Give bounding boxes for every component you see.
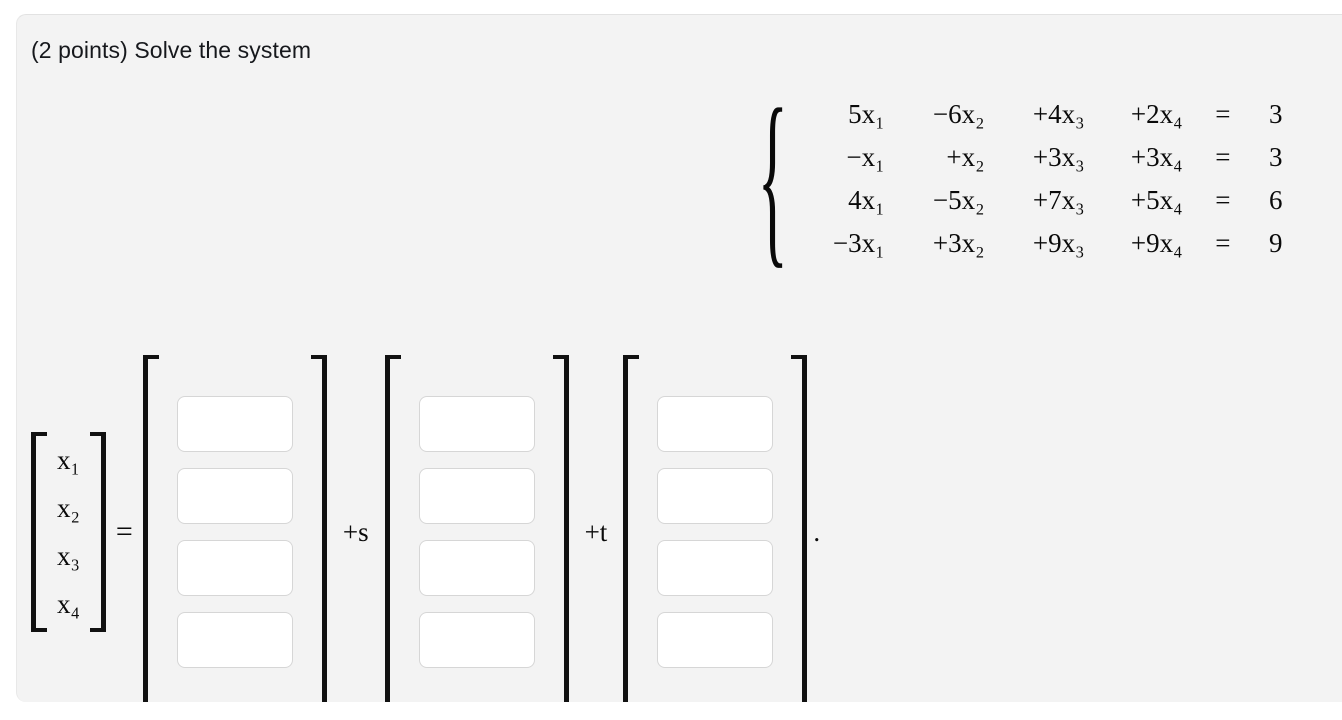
first-basis-vector xyxy=(384,354,569,703)
equation-rhs: 9 xyxy=(1269,228,1283,259)
equation-term-x4: +2x₄ xyxy=(1130,99,1183,129)
left-brace: { xyxy=(757,71,788,287)
parameter-label-t: +t xyxy=(584,516,608,547)
answer-input-t3[interactable] xyxy=(657,540,774,596)
equation-row: 5x₁ −6x₂ +4x₃ +2x₄ = 3 xyxy=(793,93,1283,136)
first-basis-entries xyxy=(401,355,553,703)
bracket-left xyxy=(623,354,640,702)
bracket-left xyxy=(384,354,401,702)
equation-term-x2: −6x₂ xyxy=(932,99,985,129)
equation-term-x4: +9x₄ xyxy=(1130,228,1183,259)
equation-term-x2: +3x₂ xyxy=(932,228,985,259)
bracket-right xyxy=(791,354,808,702)
solution-equals-sign: = xyxy=(115,515,133,548)
trailing-period: . xyxy=(813,516,821,547)
equation-term-x1: 4x₁ xyxy=(848,185,885,216)
answer-input-s3[interactable] xyxy=(418,540,535,596)
equation-term-x3: +4x₃ xyxy=(1032,99,1085,129)
system-of-equations: { 5x₁ −6x₂ +4x₃ +2x₄ = 3 −x₁ +x₂ +3x₃ +3… xyxy=(755,82,1283,276)
answer-input-p2[interactable] xyxy=(176,468,293,524)
answer-input-s1[interactable] xyxy=(418,396,535,452)
particular-solution-entries xyxy=(159,355,311,703)
equation-rhs: 3 xyxy=(1269,99,1283,129)
equals-sign: = xyxy=(1215,142,1231,173)
equation-row: 4x₁ −5x₂ +7x₃ +5x₄ = 6 xyxy=(793,179,1283,222)
unknown-entry: x₂ xyxy=(57,492,80,523)
answer-input-p4[interactable] xyxy=(176,612,293,668)
equation-term-x4: +3x₄ xyxy=(1130,142,1183,173)
problem-panel: (2 points) Solve the system { 5x₁ −6x₂ +… xyxy=(16,14,1342,702)
equation-term-x3: +7x₃ xyxy=(1032,185,1085,216)
bracket-right xyxy=(552,354,569,702)
equation-term-x3: +3x₃ xyxy=(1032,142,1085,173)
unknown-vector: x₁ x₂ x₃ x₄ xyxy=(31,432,106,632)
equation-term-x2: +x₂ xyxy=(946,142,985,173)
bracket-left xyxy=(142,354,159,702)
answer-input-t4[interactable] xyxy=(657,612,774,668)
bracket-right xyxy=(310,354,327,702)
equation-row: −3x₁ +3x₂ +9x₃ +9x₄ = 9 xyxy=(793,222,1283,265)
unknown-entry: x₁ xyxy=(57,444,80,475)
parameter-label-s: +s xyxy=(342,516,369,547)
equals-sign: = xyxy=(1215,228,1231,259)
equation-term-x3: +9x₃ xyxy=(1032,228,1085,259)
equals-sign: = xyxy=(1215,185,1231,216)
equation-rhs: 3 xyxy=(1269,142,1283,173)
answer-input-p3[interactable] xyxy=(176,540,293,596)
equations-table: 5x₁ −6x₂ +4x₃ +2x₄ = 3 −x₁ +x₂ +3x₃ +3x₄… xyxy=(793,93,1283,265)
answer-input-t1[interactable] xyxy=(657,396,774,452)
unknown-entry: x₄ xyxy=(57,588,80,619)
answer-input-p1[interactable] xyxy=(176,396,293,452)
answer-input-t2[interactable] xyxy=(657,468,774,524)
equation-term-x1: −3x₁ xyxy=(832,228,885,259)
equation-rhs: 6 xyxy=(1269,185,1283,216)
particular-solution-vector xyxy=(142,354,327,703)
answer-input-s2[interactable] xyxy=(418,468,535,524)
unknown-vector-entries: x₁ x₂ x₃ x₄ xyxy=(47,432,90,632)
unknown-entry: x₃ xyxy=(57,540,80,571)
second-basis-vector xyxy=(623,354,808,703)
equation-term-x1: 5x₁ xyxy=(848,99,885,129)
equation-term-x4: +5x₄ xyxy=(1130,185,1183,216)
page-title: (2 points) Solve the system xyxy=(31,37,312,63)
second-basis-entries xyxy=(639,355,791,703)
bracket-left xyxy=(31,432,47,632)
equation-term-x2: −5x₂ xyxy=(932,185,985,216)
solution-expression: x₁ x₂ x₃ x₄ = +s xyxy=(31,347,820,702)
equation-term-x1: −x₁ xyxy=(846,142,885,173)
equals-sign: = xyxy=(1215,99,1231,129)
equation-row: −x₁ +x₂ +3x₃ +3x₄ = 3 xyxy=(793,136,1283,179)
answer-input-s4[interactable] xyxy=(418,612,535,668)
bracket-right xyxy=(89,432,106,632)
